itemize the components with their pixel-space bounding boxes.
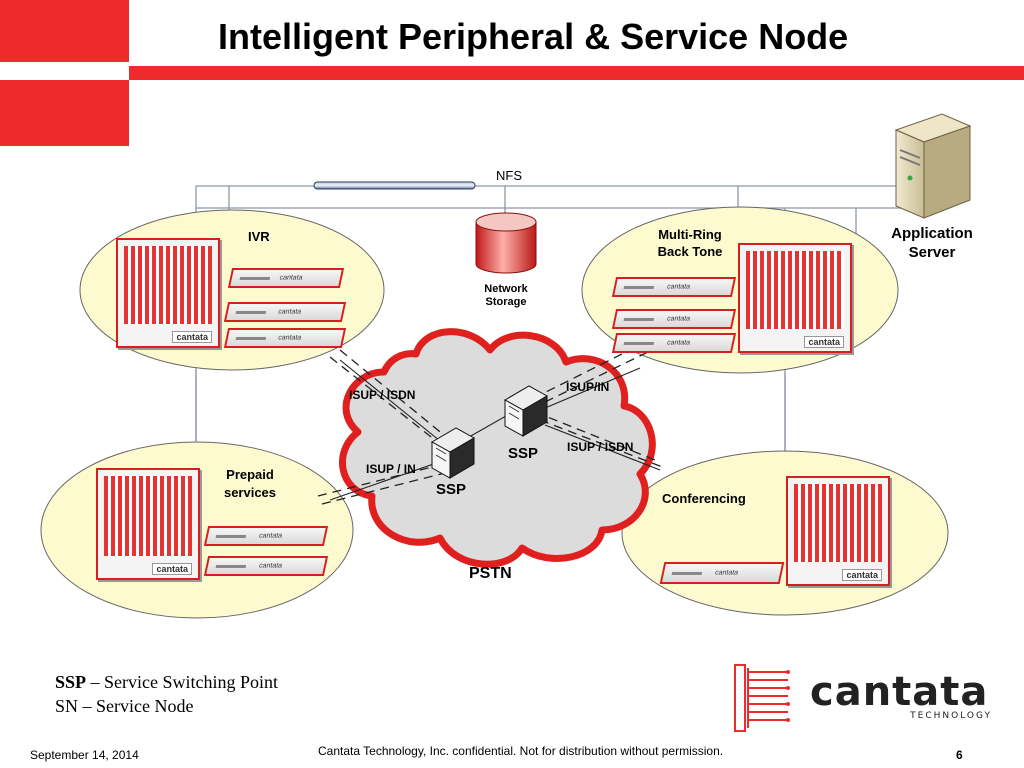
isup-in-right-label: ISUP/IN — [566, 380, 610, 394]
network-storage-label-line1: Network — [484, 283, 528, 295]
application-server-label: Application Server — [876, 224, 988, 262]
unit-brand-label: cantata — [666, 283, 691, 291]
multiring-chassis: cantata — [738, 243, 852, 353]
unit-brand-label: cantata — [278, 274, 304, 282]
prepaid-label-line1: Prepaid — [226, 467, 274, 482]
multiring-unit-1: cantata — [611, 277, 737, 297]
chassis-brand-label: cantata — [842, 569, 882, 581]
application-server-icon — [894, 113, 972, 219]
pstn-label: PSTN — [469, 565, 512, 582]
legend-ssp-line: SSP – Service Switching Point — [55, 670, 278, 694]
unit-brand-label: cantata — [258, 532, 283, 540]
prepaid-chassis: cantata — [96, 468, 200, 580]
prepaid-label: Prepaid services — [212, 466, 288, 502]
legend-sn-line: SN – Service Node — [55, 696, 194, 716]
ssp-switch-right-icon — [503, 385, 549, 437]
prepaid-unit-1: cantata — [203, 526, 329, 546]
footer-page-number: 6 — [956, 748, 963, 762]
application-server-label-line2: Server — [908, 244, 956, 261]
chassis-brand-label: cantata — [152, 563, 192, 575]
legend-ssp-def: – Service Switching Point — [86, 672, 279, 692]
network-storage-label: Network Storage — [474, 283, 538, 309]
nfs-label: NFS — [496, 168, 522, 183]
ivr-unit-2: cantata — [223, 302, 347, 322]
ssp-switch-left-icon — [430, 427, 476, 479]
unit-brand-label: cantata — [258, 562, 283, 570]
isup-isdn-left-label: ISUP / ISDN — [349, 388, 416, 402]
conferencing-node-ellipse — [621, 450, 949, 616]
prepaid-label-line2: services — [223, 485, 277, 500]
application-server-label-line1: Application — [891, 225, 973, 242]
multiring-label: Multi-Ring Back Tone — [648, 226, 732, 260]
ssp-left-label: SSP — [436, 481, 467, 498]
red-title-bar — [129, 66, 1024, 80]
conferencing-unit-1: cantata — [659, 562, 785, 584]
red-corner-block-top — [0, 0, 129, 62]
ivr-unit-1: cantata — [227, 268, 345, 288]
slide-title: Intelligent Peripheral & Service Node — [218, 16, 849, 57]
cantata-logo-mark — [734, 664, 790, 732]
ivr-unit-3: cantata — [223, 328, 347, 348]
chassis-brand-label: cantata — [172, 331, 212, 343]
isup-isdn-right-label: ISUP / ISDN — [567, 440, 634, 454]
legend: SSP – Service Switching Point SN – Servi… — [55, 670, 278, 718]
footer-confidential: Cantata Technology, Inc. confidential. N… — [318, 744, 724, 758]
legend-ssp-abbr: SSP — [55, 672, 87, 692]
nfs-bus-bar — [313, 181, 476, 190]
multiring-label-line2: Back Tone — [657, 244, 723, 259]
unit-brand-label: cantata — [714, 569, 739, 577]
pstn-cloud — [339, 328, 656, 568]
unit-brand-label: cantata — [277, 308, 302, 316]
cantata-logo-name: cantata — [810, 669, 989, 715]
unit-brand-label: cantata — [666, 339, 691, 347]
chassis-brand-label: cantata — [804, 336, 844, 348]
cantata-logo-sub: TECHNOLOGY — [910, 711, 992, 721]
cantata-logo: cantata TECHNOLOGY — [734, 664, 994, 732]
network-storage-icon — [475, 212, 537, 274]
multiring-unit-3: cantata — [611, 333, 737, 353]
ivr-label: IVR — [248, 229, 270, 244]
unit-brand-label: cantata — [666, 315, 691, 323]
prepaid-unit-2: cantata — [203, 556, 329, 576]
isup-in-left-label: ISUP / IN — [366, 462, 416, 476]
conferencing-chassis: cantata — [786, 476, 890, 586]
multiring-label-line1: Multi-Ring — [658, 227, 722, 242]
footer-date: September 14, 2014 — [30, 748, 139, 762]
ssp-right-label: SSP — [508, 445, 539, 462]
conferencing-label: Conferencing — [662, 491, 746, 506]
unit-brand-label: cantata — [277, 334, 302, 342]
ivr-chassis: cantata — [116, 238, 220, 348]
signaling-links — [317, 344, 666, 505]
multiring-unit-2: cantata — [611, 309, 737, 329]
red-corner-block-bottom — [0, 80, 129, 146]
network-storage-label-line2: Storage — [485, 296, 527, 308]
